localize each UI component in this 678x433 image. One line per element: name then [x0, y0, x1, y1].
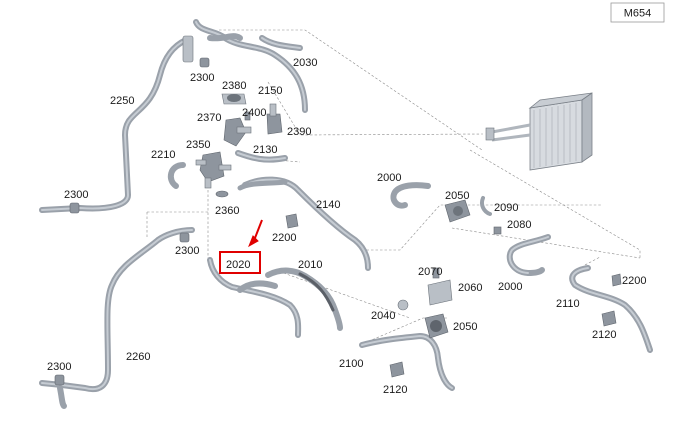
label-2300-top: 2300 — [190, 72, 214, 84]
label-2120-right: 2120 — [592, 329, 616, 341]
hose-2130 — [235, 150, 288, 163]
part-2080 — [493, 226, 502, 235]
label-2380: 2380 — [222, 80, 246, 92]
hose-2090 — [479, 196, 492, 216]
bracket-2380 — [221, 93, 247, 105]
clamp-2300-left — [69, 202, 80, 214]
label-2050-upper: 2050 — [445, 190, 469, 202]
label-2250: 2250 — [110, 95, 134, 107]
label-2130: 2130 — [253, 144, 277, 156]
sensor-2400 — [244, 111, 251, 121]
clamp-2300-mid — [179, 232, 190, 243]
label-2300-left: 2300 — [64, 189, 88, 201]
pump-2050-lower — [424, 313, 449, 339]
label-2010: 2010 — [298, 259, 322, 271]
model-code-box: M654 — [610, 2, 665, 23]
hose-top-connector — [182, 19, 308, 113]
label-2300-mid: 2300 — [175, 245, 199, 257]
label-2030: 2030 — [293, 57, 317, 69]
hose-2100 — [359, 333, 455, 391]
clamp-2120-right — [601, 310, 617, 327]
label-2000-right: 2000 — [498, 281, 522, 293]
hose-2140 — [237, 176, 371, 271]
leader-lines — [146, 29, 641, 346]
bracket-2060 — [427, 267, 453, 306]
hose-2260 — [39, 227, 195, 409]
valve-2350 — [195, 151, 232, 189]
label-2050-lower: 2050 — [453, 321, 477, 333]
label-2100: 2100 — [339, 358, 363, 370]
label-2390: 2390 — [287, 126, 311, 138]
hose-2000-right — [506, 234, 551, 276]
clip-2040 — [397, 299, 409, 311]
clamp-2300-bottom — [54, 374, 65, 386]
hose-2210 — [167, 162, 186, 189]
pump-2370 — [223, 117, 252, 147]
label-2300-bottom: 2300 — [47, 361, 71, 373]
clamp-2300-top — [199, 57, 210, 68]
label-2090: 2090 — [494, 202, 518, 214]
label-2260: 2260 — [126, 351, 150, 363]
label-2000-left: 2000 — [377, 172, 401, 184]
heater-core-part — [485, 92, 593, 171]
label-2020: 2020 — [226, 259, 250, 271]
label-2070: 2070 — [418, 266, 442, 278]
clamp-2120-lower — [389, 361, 405, 378]
hose-2020 — [207, 257, 302, 338]
hose-2250 — [39, 37, 189, 213]
label-2370: 2370 — [197, 112, 221, 124]
valve-2390 — [266, 103, 283, 135]
highlight-2020 — [219, 219, 263, 274]
label-2080: 2080 — [507, 219, 531, 231]
clamp-2200-mid — [285, 213, 299, 229]
label-2120-lower: 2120 — [383, 384, 407, 396]
label-2200-right: 2200 — [622, 275, 646, 287]
label-2110: 2110 — [556, 298, 580, 310]
label-2210: 2210 — [151, 149, 175, 161]
label-2350: 2350 — [186, 139, 210, 151]
label-2040: 2040 — [371, 310, 395, 322]
label-2060: 2060 — [458, 282, 482, 294]
grommet-2360 — [215, 190, 229, 198]
label-2400: 2400 — [242, 107, 266, 119]
pump-2050-upper — [444, 199, 471, 223]
label-2200-mid: 2200 — [272, 232, 296, 244]
model-code: M654 — [624, 8, 652, 20]
label-2360: 2360 — [215, 205, 239, 217]
label-2150: 2150 — [258, 85, 282, 97]
clamp-2200-right — [611, 273, 622, 287]
hose-2110 — [569, 265, 653, 353]
part-labels: 2030 2300 2380 2150 2250 2400 2370 2390 … — [47, 57, 646, 396]
hose-2030 — [259, 35, 303, 51]
hose-2010 — [237, 267, 343, 331]
hose-2000-left — [390, 182, 431, 209]
label-2140: 2140 — [316, 199, 340, 211]
